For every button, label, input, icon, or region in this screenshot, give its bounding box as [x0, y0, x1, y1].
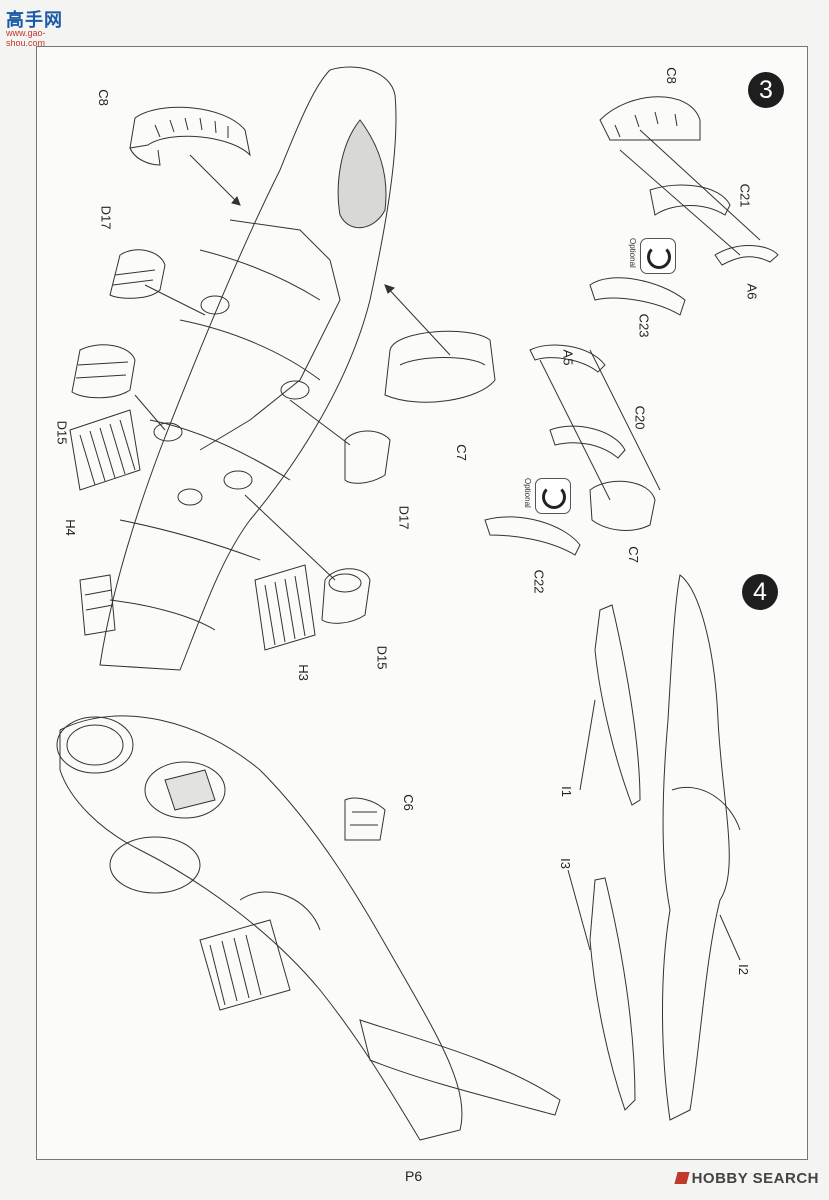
- part-label-h4: H4: [62, 519, 78, 536]
- part-label-d17-top: D17: [98, 205, 114, 230]
- c7-small-drawing: [589, 480, 656, 531]
- part-label-c23: C23: [636, 313, 652, 338]
- optional-label-1: Optional: [628, 238, 637, 268]
- c23-drawing: [589, 277, 686, 316]
- c22-drawing: [484, 516, 581, 556]
- part-label-i1: I1: [558, 786, 574, 797]
- a6-drawing: [714, 245, 779, 266]
- logo-text: 高手网: [6, 10, 63, 31]
- watermark-text: HOBBY SEARCH: [691, 1170, 819, 1187]
- part-label-d17-right: D17: [396, 505, 412, 530]
- part-label-c8: C8: [95, 89, 111, 106]
- d17-right-drawing: [344, 430, 391, 484]
- site-logo: 高手网 www.gao-shou.com: [4, 6, 70, 48]
- step-3-badge: 3: [748, 72, 784, 108]
- part-label-a5: A5: [560, 349, 576, 366]
- i1-drawing: [594, 604, 641, 806]
- part-label-c7-small: C7: [625, 546, 641, 563]
- optional-badge-2: [535, 478, 571, 514]
- part-label-d15-left: D15: [54, 420, 70, 445]
- a5-drawing: [529, 344, 606, 373]
- fuselage-lower-drawing: [56, 715, 561, 1141]
- hobby-search-logo-icon: [673, 1172, 690, 1184]
- part-label-c7-main: C7: [453, 444, 469, 461]
- h4-drawing: [69, 409, 141, 491]
- assembly-arrows: [134, 154, 451, 581]
- optional-badge-1: [640, 238, 676, 274]
- part-label-c8-small: C8: [663, 67, 679, 84]
- h3-drawing: [254, 564, 316, 651]
- d17-top-drawing: [109, 249, 166, 299]
- part-label-d15-bottom: D15: [374, 645, 390, 670]
- hobby-search-watermark: HOBBY SEARCH: [673, 1170, 819, 1187]
- c8-ring-drawing: [129, 106, 251, 166]
- part-label-i2: I2: [735, 964, 751, 975]
- part-label-c6: C6: [400, 794, 416, 811]
- fuselage-upper-drawing: [79, 66, 397, 671]
- c8-small-drawing: [599, 96, 701, 141]
- logo-subtext: www.gao-shou.com: [6, 28, 46, 48]
- step-4-badge: 4: [742, 574, 778, 610]
- part-label-c22: C22: [531, 569, 547, 594]
- c7-main-drawing: [384, 330, 496, 403]
- part-label-a6: A6: [744, 283, 760, 300]
- part-label-c20: C20: [632, 405, 648, 430]
- page-number: P6: [405, 1168, 423, 1184]
- part-label-i3: I3: [557, 858, 573, 869]
- instruction-page-frame: [36, 46, 808, 1160]
- c21-drawing: [649, 184, 731, 216]
- rotate-arrow-icon: [542, 485, 566, 509]
- part-label-h3: H3: [295, 664, 311, 681]
- optional-label-2: Optional: [523, 478, 532, 508]
- d15-bottom-drawing: [321, 568, 371, 624]
- c6-drawing: [344, 797, 386, 841]
- c20-drawing: [549, 425, 626, 459]
- d15-left-drawing: [71, 344, 136, 399]
- i3-drawing: [589, 877, 636, 1111]
- part-label-c21: C21: [737, 183, 753, 208]
- i2-drawing: [662, 574, 730, 1121]
- rotate-arrow-icon: [647, 245, 671, 269]
